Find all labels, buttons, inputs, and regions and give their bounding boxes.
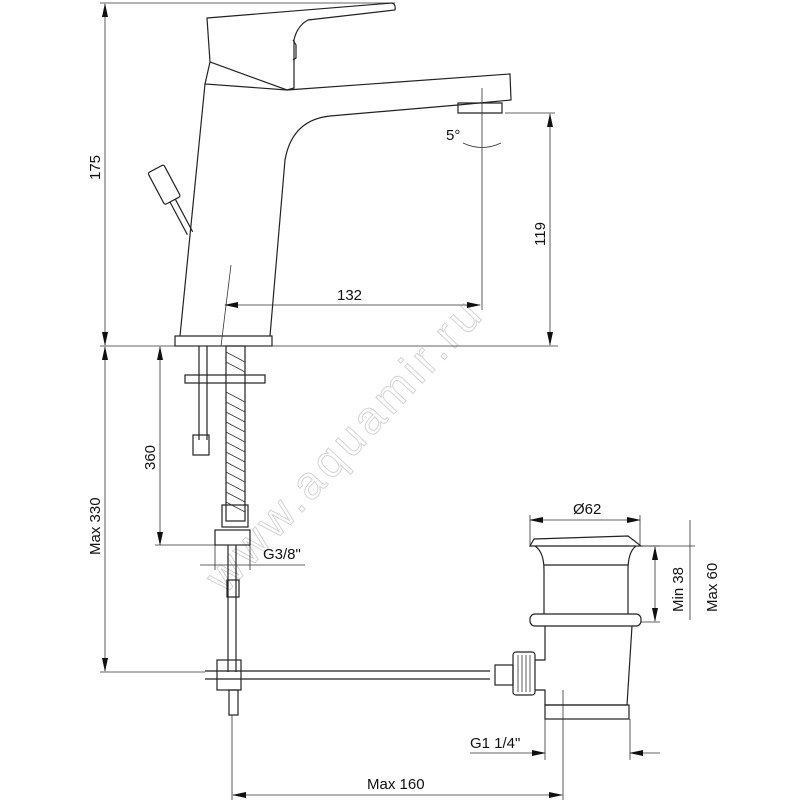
dim-total-height: 175 (87, 155, 104, 180)
dim-spout-height: 119 (532, 222, 549, 246)
watermark: www.aquamir.ru (194, 286, 494, 602)
dim-tilt-angle: 5° (446, 127, 460, 144)
dim-plug-diameter: Ø62 (573, 501, 601, 518)
dim-max-depth: Max 330 (87, 497, 104, 555)
dim-min-height: Min 38 (670, 567, 687, 612)
dim-max-height: Max 60 (704, 563, 721, 612)
dim-hose-thread: G3/8" (263, 546, 301, 563)
waste-linkage (205, 651, 536, 716)
popup-rod (147, 164, 194, 235)
faucet-body (147, 2, 512, 347)
popup-waste (528, 535, 643, 720)
dim-spout-reach: 132 (337, 287, 362, 304)
dimension-lines (100, 2, 695, 800)
dim-waste-thread: G1 1/4" (470, 735, 520, 752)
dim-hose-length: 360 (142, 445, 159, 470)
dim-max-reach: Max 160 (367, 776, 425, 793)
